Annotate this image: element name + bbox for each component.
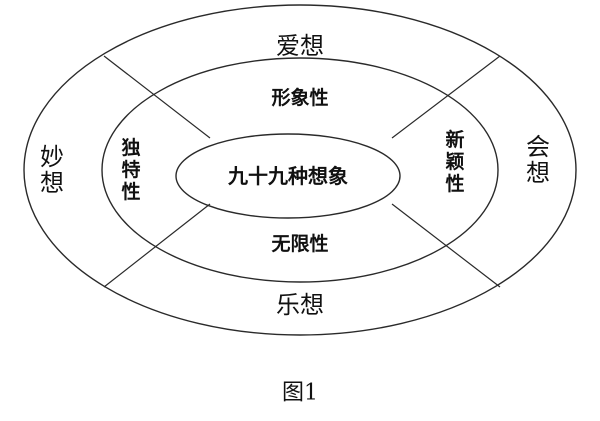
divider-bottom-left [103,203,211,288]
divider-top-right [391,55,501,139]
outer-label-left: 妙想 [40,143,64,197]
center-label: 九十九种想象 [227,164,348,188]
outer-ellipse [23,4,577,336]
vertical-char: 特 [121,159,140,181]
vertical-char: 颖 [445,151,464,173]
inner-ellipse [175,133,401,219]
middle-label-bottom: 无限性 [271,232,328,255]
vertical-char: 会 [526,133,550,161]
vertical-char: 独 [121,136,140,159]
outer-label-bottom: 乐想 [276,291,324,319]
middle-label-left: 独特性 [121,136,140,203]
middle-label-top: 形象性 [271,86,328,109]
vertical-char: 想 [40,169,64,197]
figure-caption: 图1 [282,381,318,406]
vertical-char: 妙 [40,143,64,171]
outer-label-top: 爱想 [276,32,324,60]
outer-label-right: 会想 [526,133,550,187]
vertical-char: 新 [445,128,464,151]
middle-ellipse [101,57,499,283]
middle-label-right: 新颖性 [445,128,464,195]
divider-top-left [103,55,211,139]
vertical-char: 性 [121,180,140,203]
divider-bottom-right [391,203,501,288]
vertical-char: 想 [526,159,550,187]
vertical-char: 性 [445,172,464,195]
